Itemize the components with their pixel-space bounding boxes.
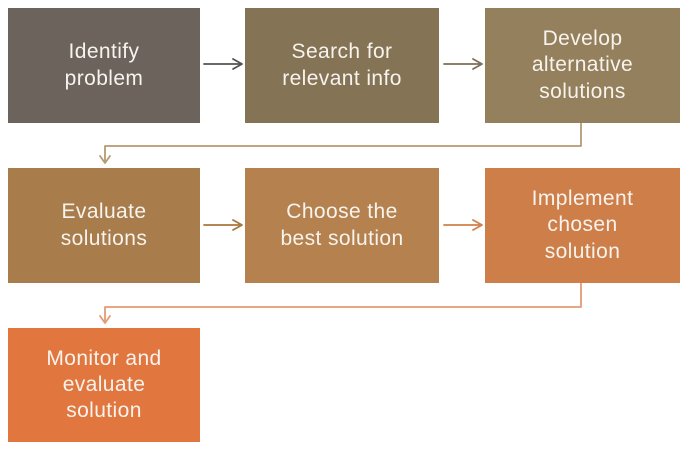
elbow-develop-to-evaluate-icon	[99, 122, 582, 164]
arrow-choose-to-implement-icon	[443, 219, 483, 231]
flow-box-identify-problem: Identify problem	[8, 8, 200, 123]
flow-box-choose-best-solution: Choose the best solution	[245, 168, 439, 283]
elbow-implement-to-monitor-icon	[99, 282, 582, 324]
flow-box-search-relevant-info: Search for relevant info	[245, 8, 439, 123]
arrow-search-to-develop-icon	[443, 58, 483, 70]
arrow-evaluate-to-choose-icon	[203, 219, 243, 231]
flow-box-implement-chosen-solution: Implement chosen solution	[485, 168, 680, 283]
flow-box-monitor-evaluate-solution: Monitor and evaluate solution	[8, 328, 200, 442]
arrow-identify-to-search-icon	[203, 58, 243, 70]
flow-box-develop-alternatives: Develop alternative solutions	[485, 8, 680, 123]
flow-box-evaluate-solutions: Evaluate solutions	[8, 168, 200, 283]
